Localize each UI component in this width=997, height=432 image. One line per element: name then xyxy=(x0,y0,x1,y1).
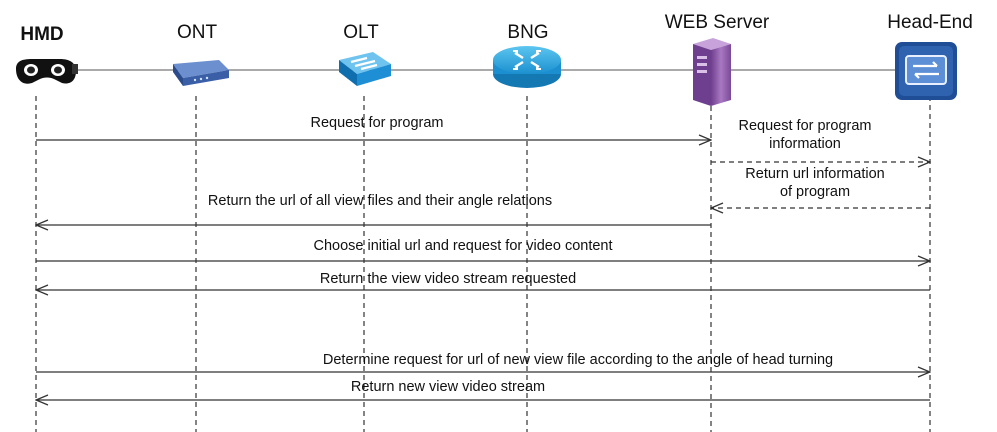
message-label: Return new view video stream xyxy=(351,379,545,395)
message-label: Request for program xyxy=(739,118,872,134)
actor-label-bng: BNG xyxy=(507,22,548,43)
message-label: of program xyxy=(780,184,850,200)
message-label: Return the url of all view files and the… xyxy=(208,193,552,209)
vr-headset-icon xyxy=(16,59,78,84)
message-label: Return the view video stream requested xyxy=(320,271,576,287)
actor-label-hmd: HMD xyxy=(20,24,63,45)
bng-router-icon xyxy=(493,46,561,88)
actor-label-web: WEB Server xyxy=(665,12,770,33)
ont-modem-icon xyxy=(173,60,229,86)
olt-switch-icon xyxy=(339,52,391,86)
message-8: Return new view video stream xyxy=(36,379,930,400)
message-5: Choose initial url and request for video… xyxy=(36,238,930,261)
message-4: Return the url of all view files and the… xyxy=(36,193,711,225)
message-3: Return url information of program xyxy=(711,166,930,208)
message-label: information xyxy=(769,136,841,152)
actor-label-olt: OLT xyxy=(343,22,379,43)
message-label: Choose initial url and request for video… xyxy=(313,238,612,254)
message-6: Return the view video stream requested xyxy=(36,271,930,290)
message-label: Return url information xyxy=(745,166,884,182)
message-label: Request for program xyxy=(311,115,444,131)
actor-label-ont: ONT xyxy=(177,22,218,43)
message-label: Determine request for url of new view fi… xyxy=(323,352,833,368)
actor-label-head: Head-End xyxy=(887,12,973,33)
server-tower-icon xyxy=(693,38,731,106)
message-7: Determine request for url of new view fi… xyxy=(36,352,930,372)
message-1: Request for program xyxy=(36,115,711,140)
head-end-icon xyxy=(895,42,957,100)
message-2: Request for program information xyxy=(711,118,930,162)
